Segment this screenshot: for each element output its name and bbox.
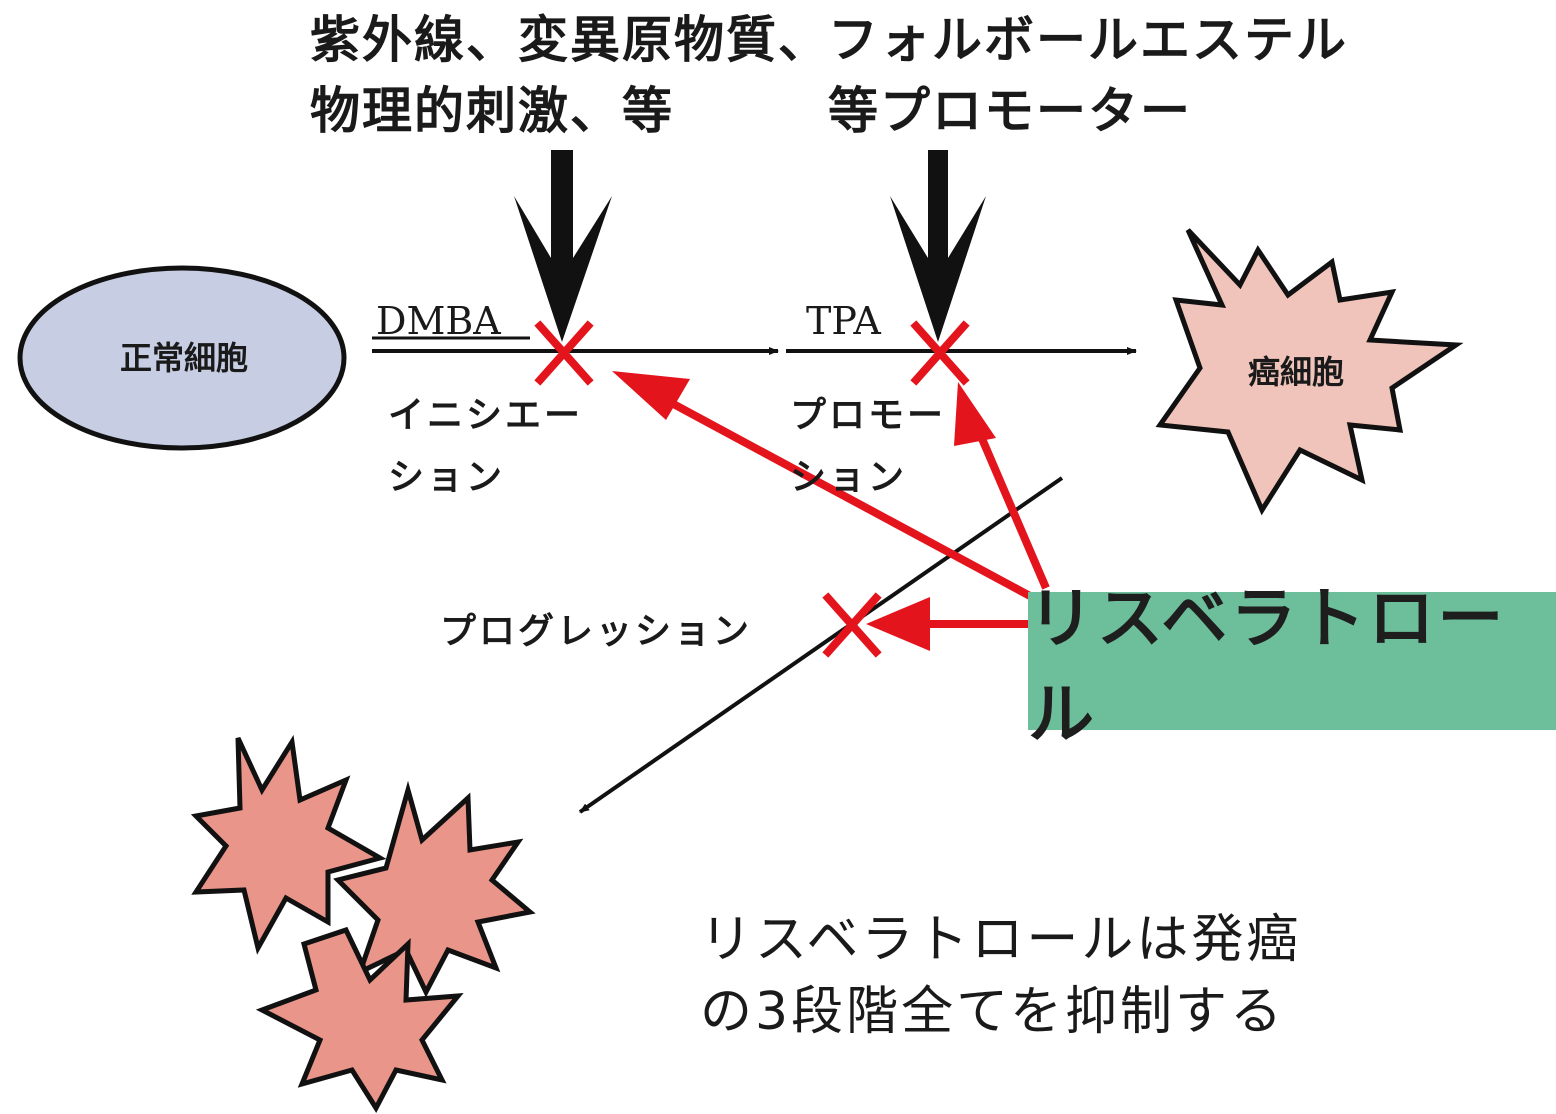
progression-label: プログレッション [440, 611, 753, 652]
inhibit-initiation-shaft [664, 396, 1032, 600]
tpa-label: TPA [806, 299, 881, 343]
initiation-label-line1: イニシエー [388, 395, 584, 436]
initiator-arrow [514, 150, 612, 342]
initiator-label-line2: 物理的刺激、等 [310, 82, 674, 140]
resveratrol-label: リスベラトロール [1028, 580, 1507, 753]
normal-cell-label: 正常細胞 [120, 339, 249, 377]
cancer-cell-label: 癌細胞 [1248, 353, 1345, 391]
dmba-label: DMBA [376, 299, 501, 343]
caption-line1: リスベラトロールは発癌 [700, 910, 1302, 970]
x-mark-initiation [534, 320, 594, 386]
block-marks [534, 320, 970, 658]
promotion-label-line2: ション [790, 457, 908, 498]
promoter-label-line2: 等プロモーター [828, 82, 1192, 140]
inhibit-progression-head [866, 597, 930, 651]
progression-line [578, 476, 1064, 814]
inhibit-initiation-head [612, 371, 690, 420]
metastasis-cell-1 [190, 734, 387, 955]
metastasis-cell-3 [255, 926, 464, 1113]
cancer-cell-shape [1155, 228, 1464, 516]
normal-cell-ellipse [17, 265, 347, 451]
promotion-label-line1: プロモー [790, 395, 947, 436]
x-mark-promotion [910, 320, 970, 386]
promoter-label-line1: フォルボールエステル [828, 11, 1348, 69]
metastasis-cell-2 [333, 780, 536, 998]
inhibit-promotion-head [954, 382, 996, 446]
resveratrol-box: リスベラトロール [1028, 580, 1556, 753]
initiation-label-line2: ション [388, 457, 506, 498]
promoter-arrow [890, 150, 986, 342]
x-mark-progression [822, 592, 882, 658]
initiator-label-line1: 紫外線、変異原物質、 [310, 11, 830, 69]
inhibition-arrows [612, 371, 1050, 651]
inhibit-promotion-shaft [970, 418, 1050, 590]
caption-line2: の3段階全てを抑制する [700, 982, 1286, 1042]
